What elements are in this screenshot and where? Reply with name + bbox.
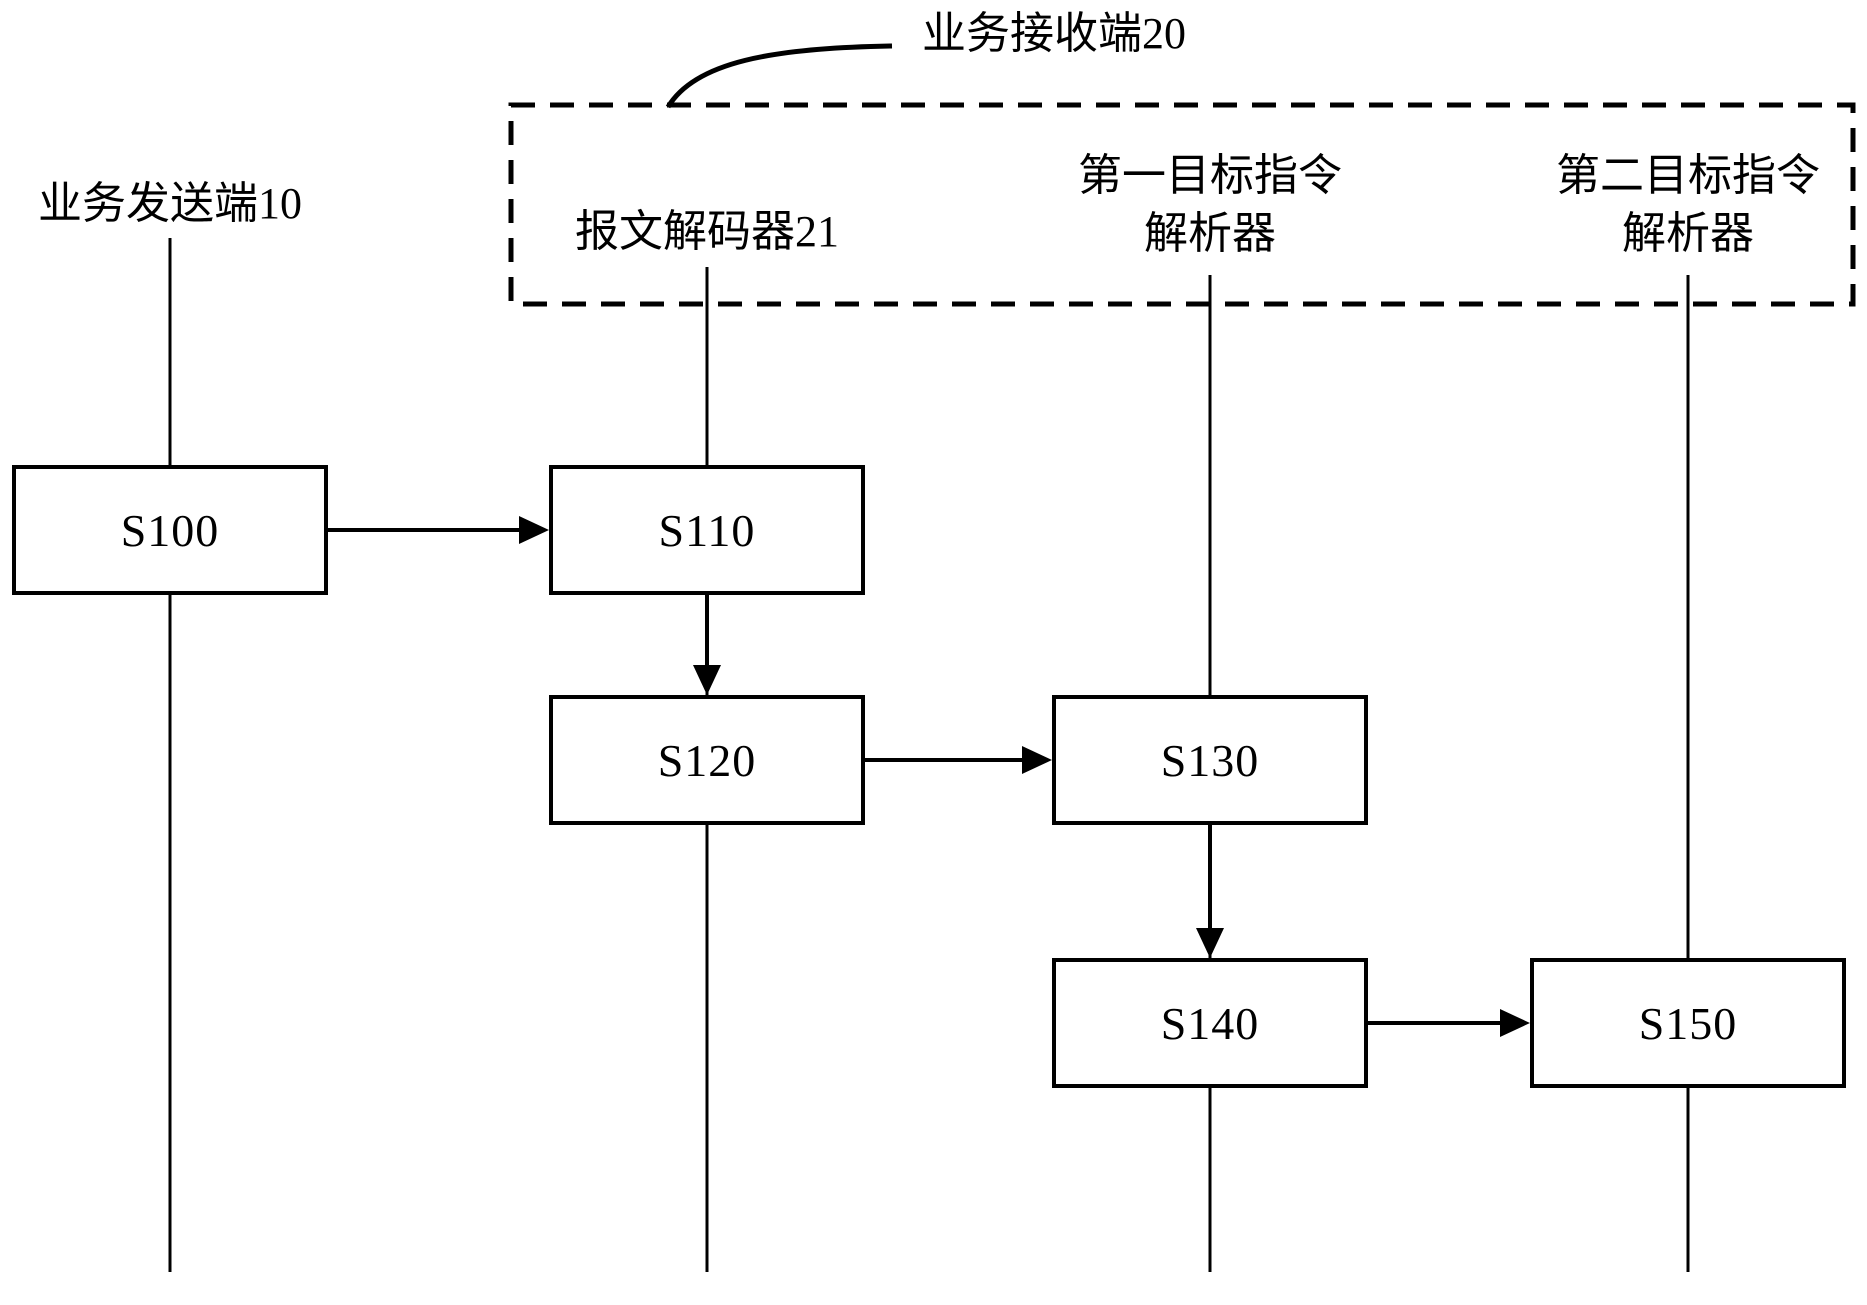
step-box-s150: S150 (1530, 958, 1846, 1088)
step-box-s140: S140 (1052, 958, 1368, 1088)
receiver-end-label: 业务接收端20 (922, 9, 1186, 58)
arrow-s110-s120-head (693, 665, 721, 695)
first-target-instruction-parser-label: 第一目标指令 解析器 (1040, 147, 1380, 263)
step-box-s110: S110 (549, 465, 865, 595)
step-box-s130: S130 (1052, 695, 1368, 825)
message-decoder-label: 报文解码器21 (575, 207, 839, 256)
second-parser-label-line1: 第二目标指令 (1556, 151, 1820, 200)
receiver-boundary-box (508, 102, 1856, 307)
step-box-s120: S120 (549, 695, 865, 825)
arrow-s120-s130-head (1022, 746, 1052, 774)
second-target-instruction-parser-label: 第二目标指令 解析器 (1518, 147, 1858, 263)
sender-end-label: 业务发送端10 (38, 179, 302, 228)
first-parser-label-line1: 第一目标指令 (1078, 151, 1342, 200)
leader-curve (665, 43, 893, 109)
step-box-s100: S100 (12, 465, 328, 595)
first-parser-label-line2: 解析器 (1144, 209, 1276, 258)
arrow-s140-s150-head (1500, 1009, 1530, 1037)
second-parser-label-line2: 解析器 (1622, 209, 1754, 258)
arrow-s130-s140-head (1196, 928, 1224, 958)
arrow-s100-s110-head (519, 516, 549, 544)
